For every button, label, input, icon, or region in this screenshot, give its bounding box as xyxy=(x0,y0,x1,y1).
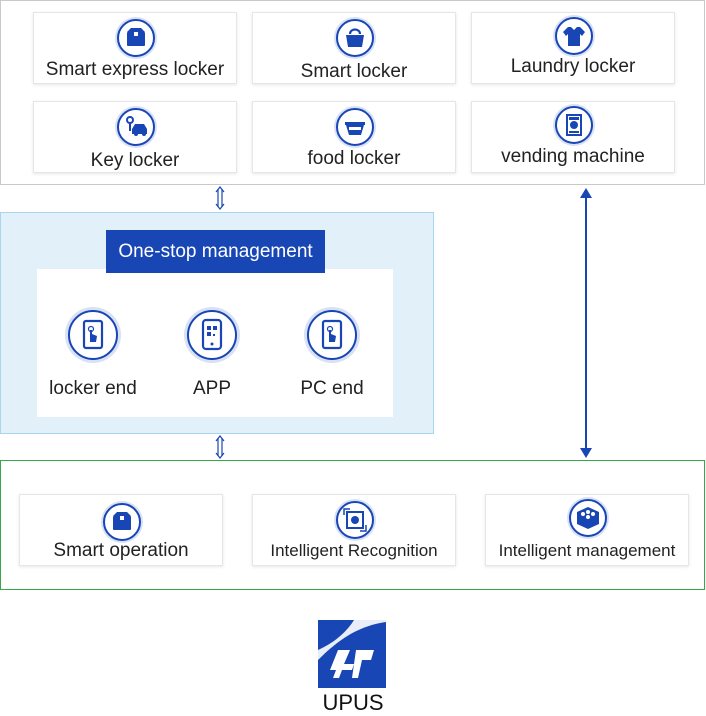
vending-icon xyxy=(555,106,593,144)
long-double-arrow xyxy=(580,188,592,458)
upus-logo xyxy=(318,620,386,688)
brand-name: UPUS xyxy=(322,690,384,715)
capability-card-management: Intelligent management xyxy=(485,494,689,566)
capability-card-smart-operation: Smart operation xyxy=(19,494,223,566)
box-icon xyxy=(103,503,141,541)
tablet-touch-icon xyxy=(307,310,357,360)
tablet-touch-icon xyxy=(68,310,118,360)
locker-label: vending machine xyxy=(501,146,645,167)
capability-label: Intelligent management xyxy=(498,541,676,560)
management-panel: One-stop management locker end APP PC en… xyxy=(0,212,434,434)
locker-label: Smart locker xyxy=(300,61,408,82)
capability-card-recognition: Intelligent Recognition xyxy=(252,494,456,566)
bag-icon xyxy=(336,19,374,57)
cubes-icon xyxy=(569,499,607,537)
locker-label: Laundry locker xyxy=(510,56,636,77)
management-item-label: APP xyxy=(192,378,232,399)
phone-qr-icon xyxy=(187,310,237,360)
recognition-icon xyxy=(336,501,374,539)
locker-card-vending: vending machine xyxy=(471,101,675,173)
locker-card-smart: Smart locker xyxy=(252,12,456,84)
locker-card-key: Key locker xyxy=(33,101,237,173)
locker-label: Smart express locker xyxy=(45,59,225,80)
double-arrow-icon xyxy=(215,186,225,210)
food-bowl-icon xyxy=(336,108,374,146)
locker-card-smart-express: Smart express locker xyxy=(33,12,237,84)
locker-label: food locker xyxy=(307,148,401,169)
capability-label: Intelligent Recognition xyxy=(270,541,438,560)
capability-label: Smart operation xyxy=(53,540,189,561)
car-key-icon xyxy=(117,108,155,146)
management-item-label: locker end xyxy=(49,378,137,399)
box-icon xyxy=(117,19,155,57)
double-arrow-icon xyxy=(215,435,225,459)
shirt-icon xyxy=(555,17,593,55)
locker-label: Key locker xyxy=(90,150,180,171)
management-item-label: PC end xyxy=(300,378,364,399)
locker-card-laundry: Laundry locker xyxy=(471,12,675,84)
management-title: One-stop management xyxy=(106,230,325,273)
locker-card-food: food locker xyxy=(252,101,456,173)
